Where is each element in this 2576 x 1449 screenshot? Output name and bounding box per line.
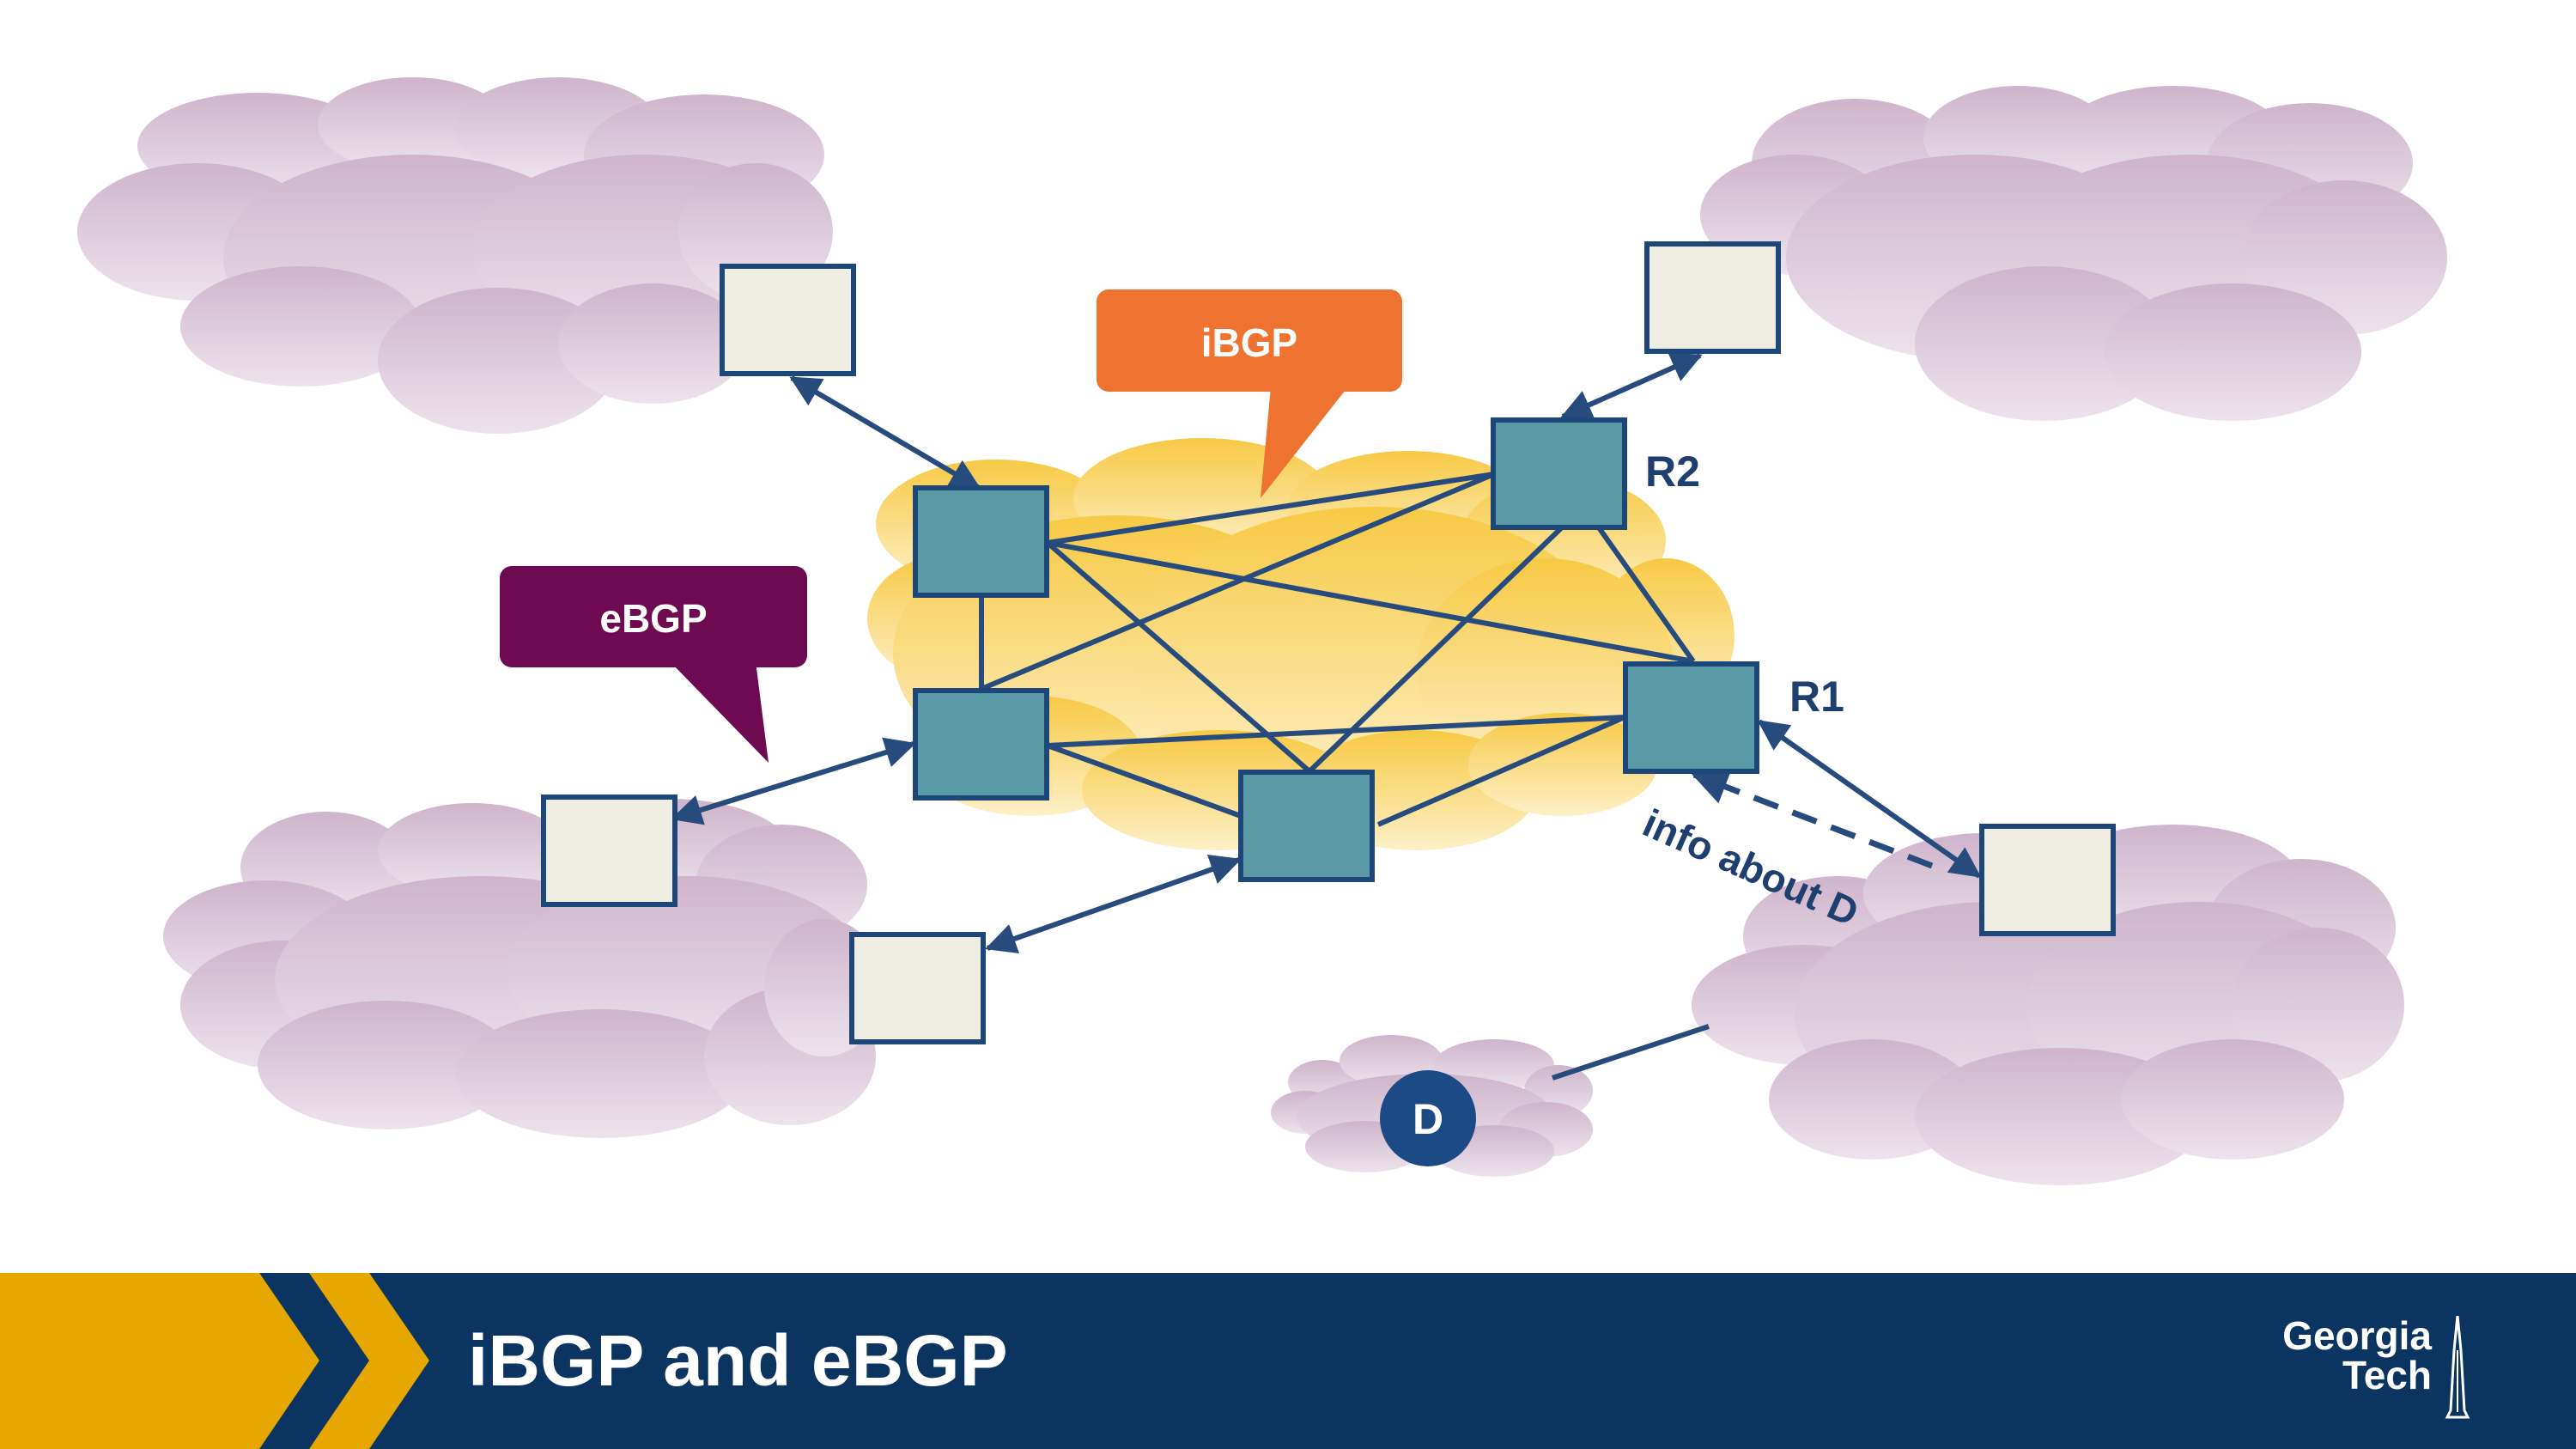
ibgp-callout: iBGP: [1097, 289, 1402, 498]
as-cloud-top-left: [77, 77, 833, 434]
router-core-1: [913, 485, 1049, 598]
router-top-left: [720, 264, 856, 376]
route-advertisement-arrow: [1691, 770, 1934, 869]
slide-title: iBGP and eBGP: [468, 1320, 1008, 1401]
footer-bar: iBGP and eBGP Georgia Tech: [0, 1273, 2576, 1449]
as-cloud-top-right: [1700, 86, 2447, 421]
router-core-3: [1238, 770, 1375, 882]
d-attachment-link: [1552, 1024, 1710, 1081]
router-bottom-left: [849, 932, 986, 1044]
ebgp-session-links: [671, 352, 1982, 954]
router-r2: [1491, 417, 1627, 530]
ebgp-callout: eBGP: [500, 566, 807, 763]
destination-label: D: [1413, 1095, 1443, 1143]
as-cloud-bottom-left: [163, 799, 884, 1138]
router-r2-label: R2: [1645, 447, 1700, 496]
router-top-right: [1644, 241, 1781, 354]
bgp-diagram: R2 R1 info about D D iBGP eBGP: [77, 77, 2447, 1185]
georgia-tech-logo: Georgia Tech: [2233, 1316, 2473, 1419]
footer-chevrons: [0, 1273, 429, 1449]
ebgp-callout-label: eBGP: [599, 596, 707, 641]
tech-tower-icon: [2445, 1316, 2470, 1419]
router-left: [541, 795, 677, 907]
core-routers: [913, 417, 1759, 882]
border-routers: [541, 241, 2116, 1044]
as-cloud-bottom-right: [1692, 825, 2404, 1185]
logo-line-1: Georgia: [2282, 1313, 2432, 1358]
router-core-2: [913, 688, 1049, 801]
router-r1: [1623, 661, 1759, 774]
logo-line-2: Tech: [2342, 1353, 2432, 1397]
ibgp-callout-label: iBGP: [1201, 320, 1297, 365]
router-right: [1979, 824, 2116, 936]
router-r1-label: R1: [1789, 673, 1844, 721]
destination-node: D: [1380, 1070, 1476, 1166]
